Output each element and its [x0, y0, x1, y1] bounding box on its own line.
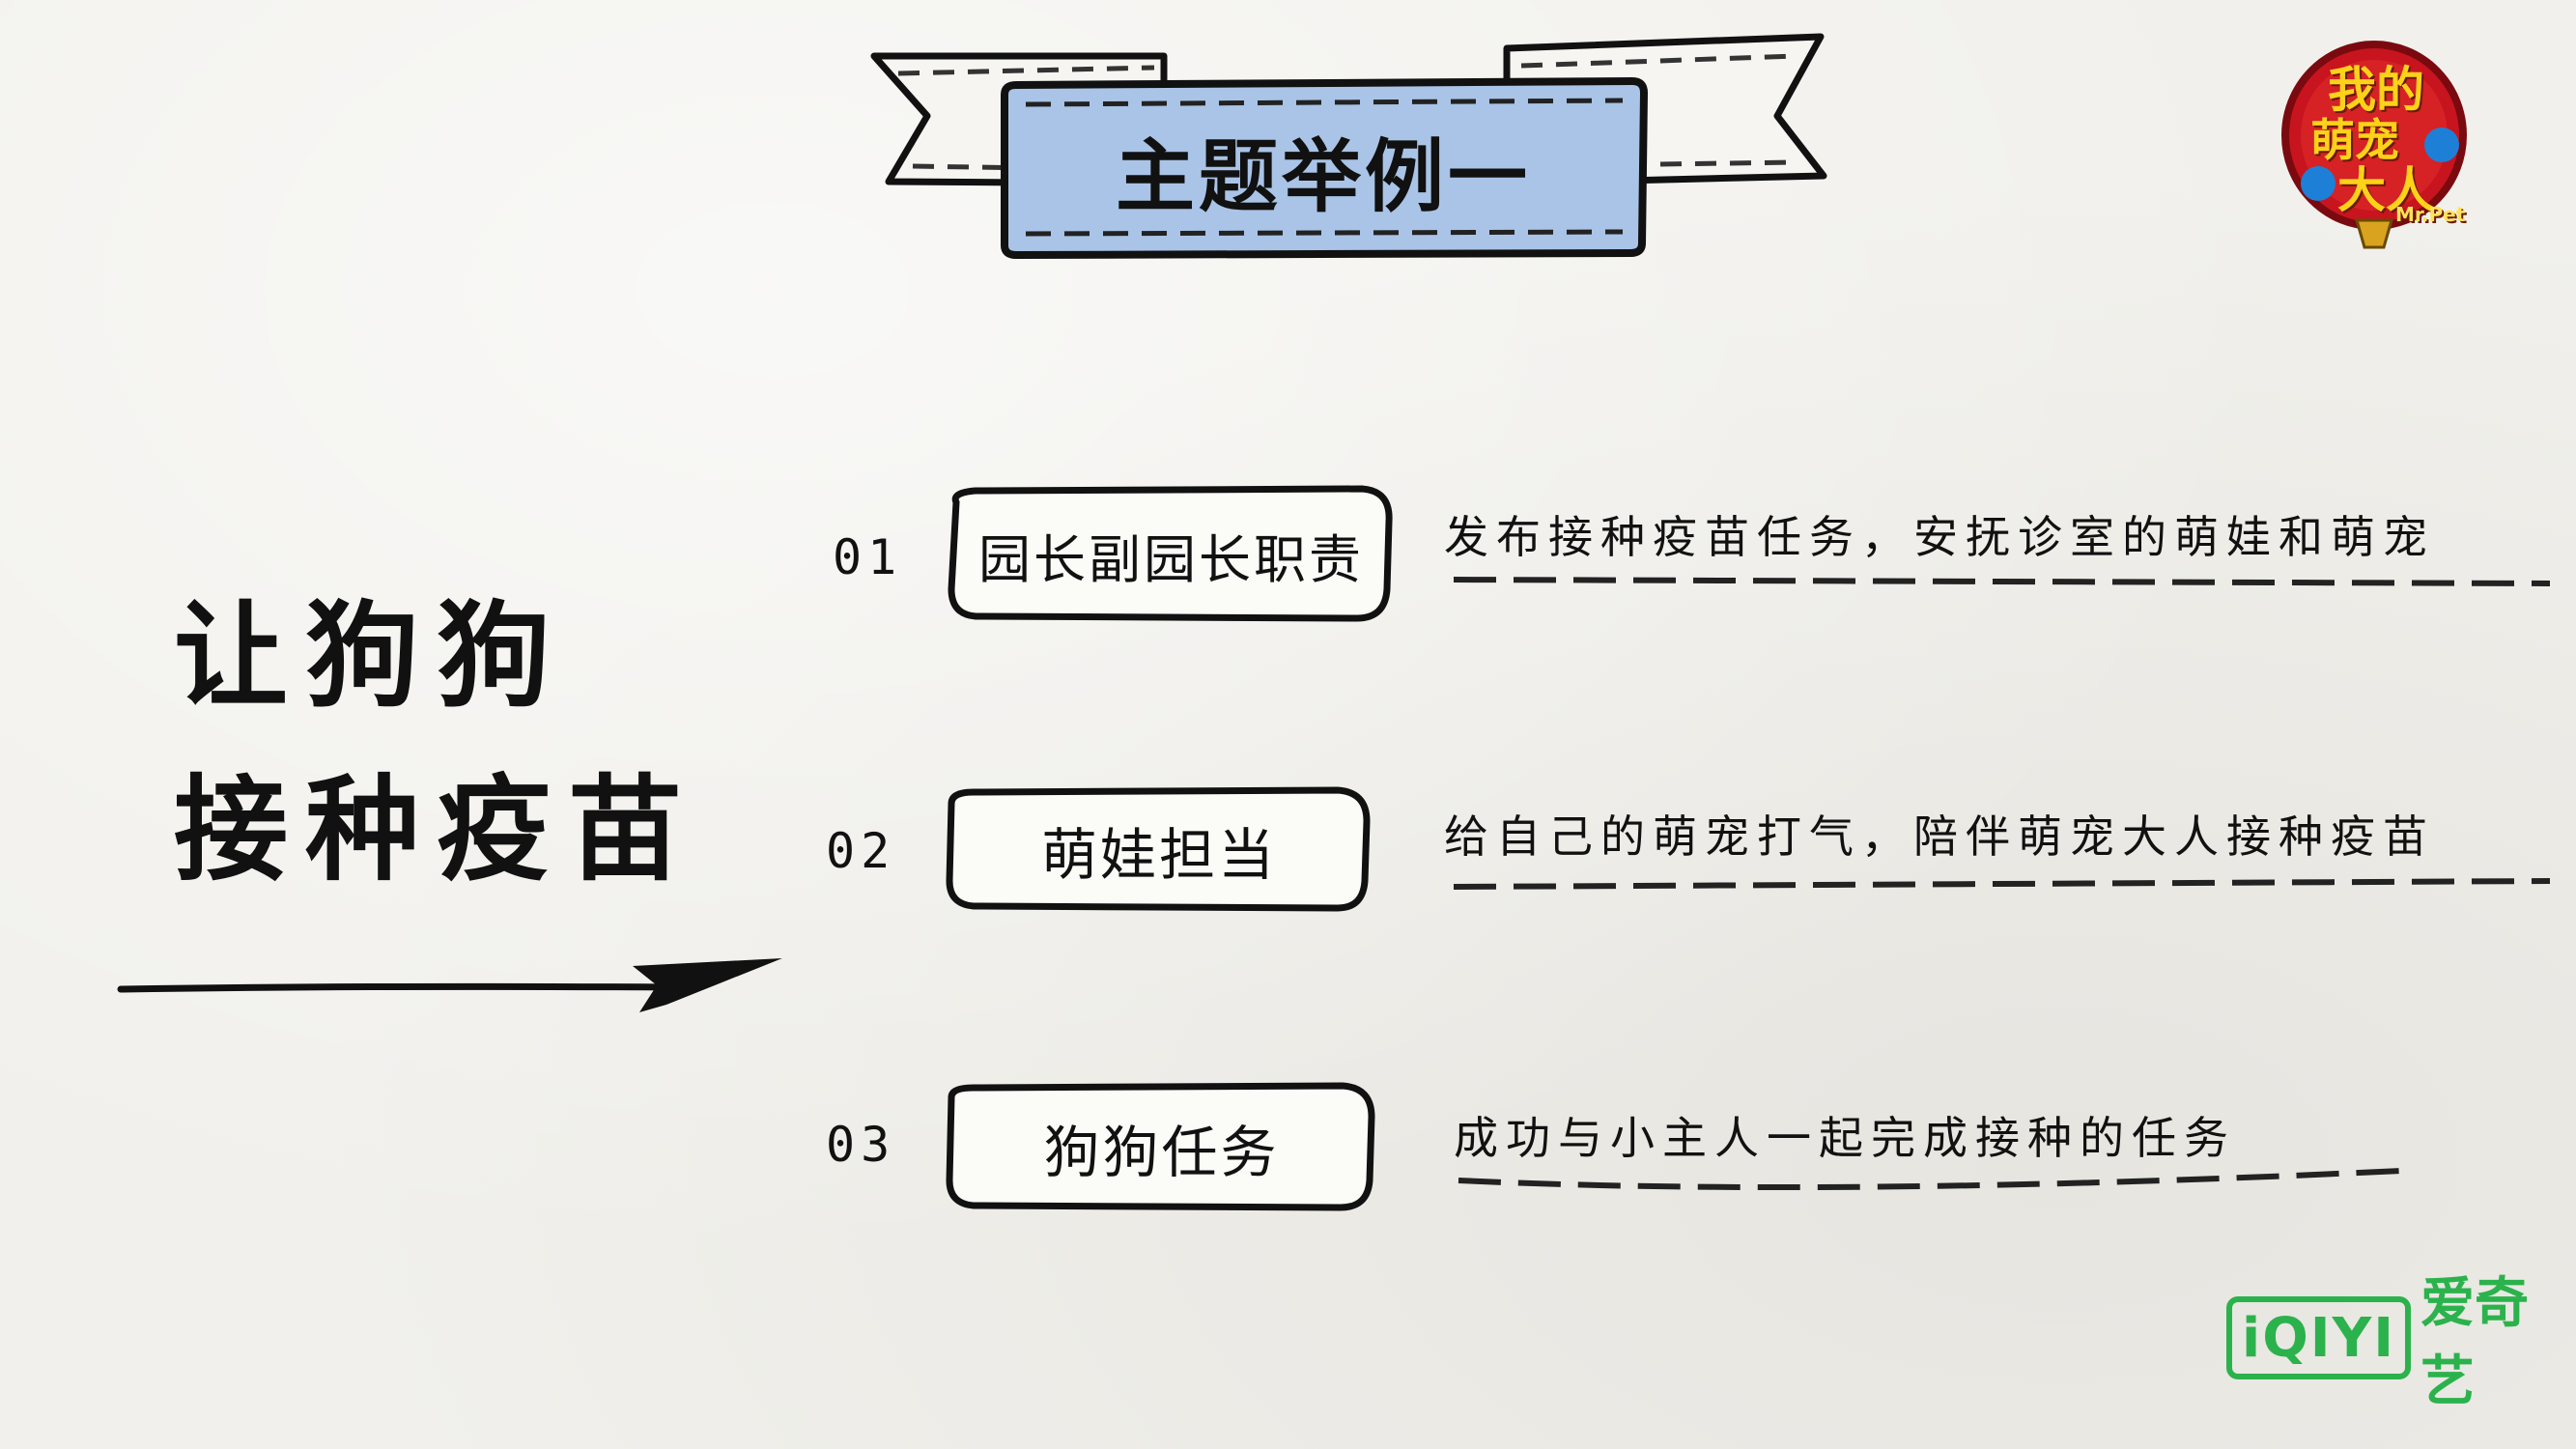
- item-description-2: 给自己的萌宠打气，陪伴萌宠大人接种疫苗: [1444, 810, 2435, 863]
- underline-3: [1458, 1168, 2401, 1191]
- pill-outline-2: [946, 786, 1371, 912]
- arrow-line: [117, 982, 680, 993]
- pill-outline-1: [948, 485, 1393, 622]
- iqiyi-mark: iQIYI: [2226, 1296, 2412, 1379]
- show-logo-graphic: [2281, 41, 2467, 249]
- item-number-3: 03: [826, 1117, 896, 1173]
- item-number-1: 01: [833, 529, 903, 585]
- ribbon-center: [1001, 76, 1649, 260]
- item-number-2: 02: [826, 823, 896, 879]
- item-label-1: 园长副园长职责: [978, 528, 1364, 590]
- pill-outline-3: [946, 1082, 1375, 1211]
- item-label-2: 萌娃担当: [1040, 822, 1277, 888]
- item-description-1: 发布接种疫苗任务，安抚诊室的萌娃和萌宠: [1444, 511, 2435, 563]
- logo-line3: 大人: [2337, 162, 2434, 218]
- logo-line2: 萌宠: [2310, 114, 2399, 166]
- iqiyi-name: 爱奇艺: [2420, 1272, 2530, 1413]
- main-title-line2: 接种疫苗: [174, 762, 700, 896]
- main-title-line1: 让狗狗: [174, 588, 569, 723]
- iqiyi-logo: iQIYI 爱奇艺: [2226, 1272, 2576, 1413]
- item-label-3: 狗狗任务: [1043, 1120, 1280, 1185]
- banner-title: 主题举例一: [1115, 129, 1531, 223]
- show-logo: 我的 萌宠 大人 Mr.Pet: [2281, 48, 2465, 251]
- underline-2: [1453, 878, 2551, 890]
- arrow-head: [633, 958, 782, 1012]
- logo-sub: Mr.Pet: [2395, 203, 2466, 226]
- underline-1: [1453, 577, 2551, 586]
- logo-line1: 我的: [2328, 62, 2424, 118]
- item-description-3: 成功与小主人一起完成接种的任务: [1454, 1112, 2236, 1164]
